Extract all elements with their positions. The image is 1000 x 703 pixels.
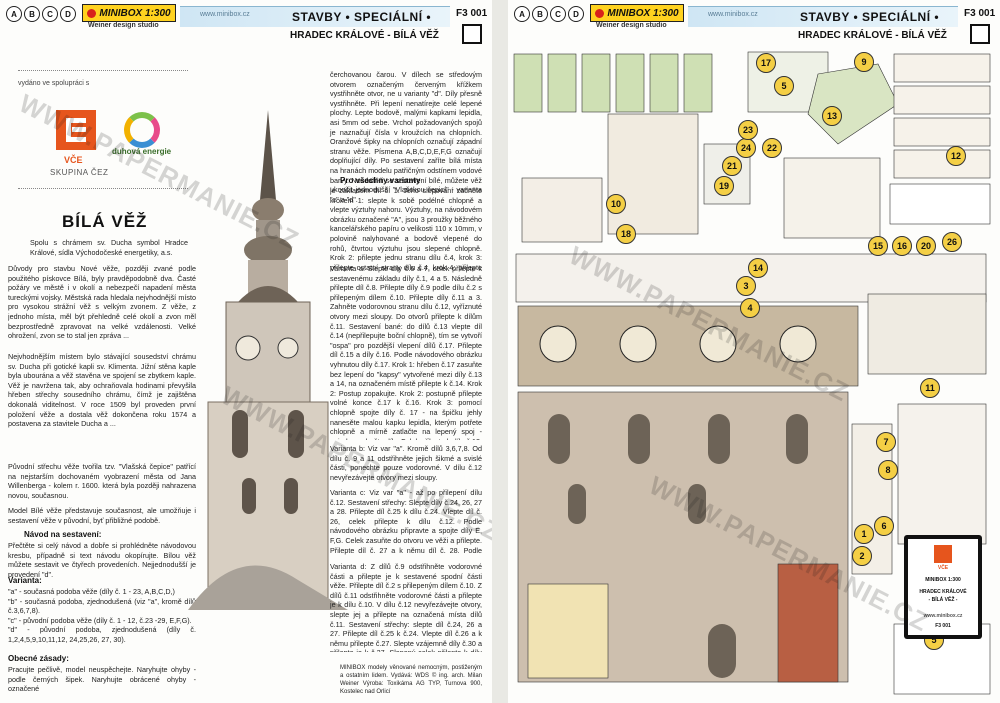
part-number: 18 [616,224,636,244]
part-number: 1 [854,524,874,544]
part-number: 9 [854,52,874,72]
box-line1: HRADEC KRÁLOVÉ [919,589,967,595]
column2-p5: Varianta c: Viz var "a" - až po přilepen… [330,488,482,556]
model-subtitle: HRADEC KRÁLOVÉ - BÍLÁ VĚŽ [798,30,947,41]
category-title: STAVBY • SPECIÁLNÍ • [800,10,940,24]
column2-p3: Varianta a: Slepte díly č.6 a 7, celek p… [330,264,482,440]
part-number: 4 [740,298,760,318]
column2-p2-title: Pro všechny varianty [340,176,421,185]
column2-p1: čerchovanou čarou. V dílech se středovým… [330,70,482,204]
model-note: Model Bílé věže představuje současnost, … [8,506,196,525]
tower-illustration [188,110,348,610]
category-title: STAVBY • SPECIÁLNÍ • [292,10,432,24]
box-line2: - BÍLÁ VĚŽ - [928,597,958,603]
column2-p4: Varianta b: Viz var "a". Kromě dílů 3,6,… [330,444,482,482]
cez-name: VČE [64,155,83,165]
part-number: 8 [878,460,898,480]
part-number: 11 [920,378,940,398]
variant-badges: A B C D [514,6,584,22]
variant-c: C [42,6,58,22]
variant-item: "b" - současná podoba, zjednodušená (viz… [8,596,196,616]
article-title: BÍLÁ VĚŽ [62,212,148,231]
article-history-2: Nejvhodnějším místem bylo stávající sous… [8,352,196,429]
flag-icon [970,24,990,44]
header-band [180,6,450,27]
maker-label: Weiner design studio [88,22,159,29]
right-page: A B C D MINIBOX 1:300 Weiner design stud… [508,0,1000,703]
part-number: 19 [714,176,734,196]
part-number: 20 [916,236,936,256]
header-right: A B C D MINIBOX 1:300 Weiner design stud… [508,0,1000,44]
variant-item: "d" - původní podoba, zjednodušená (díly… [8,625,196,644]
part-number: 26 [942,232,962,252]
part-number: 7 [876,432,896,452]
url-label: www.minibox.cz [708,11,758,18]
guide-title: Návod na sestavení: [24,530,102,539]
part-number: 16 [892,236,912,256]
box-brand: MINIBOX 1:300 [925,577,961,583]
minibox-logo: MINIBOX 1:300 [82,4,176,22]
part-number: 10 [606,194,626,214]
product-box: VČE MINIBOX 1:300 HRADEC KRÁLOVÉ - BÍLÁ … [904,535,982,639]
model-code: F3 001 [456,8,488,19]
duha-label: duhová energie [112,147,172,156]
page-gutter [492,0,508,703]
url-label: www.minibox.cz [200,11,250,18]
flag-icon [462,24,482,44]
part-number: 2 [852,546,872,566]
variant-item: "c" - původní podoba věže (díly č. 1 - 1… [8,615,192,625]
box-sponsor: VČE [937,565,949,571]
part-number: 6 [874,516,894,536]
variant-list: "a" - současná podoba věže (díly č. 1 - … [8,587,196,645]
part-number: 12 [946,146,966,166]
guide-text: Přečtěte si celý návod a dobře si prohlé… [8,541,196,579]
credits: MINIBOX modely věnované nemocným, postiž… [340,665,482,695]
variant-item: "a" - současná podoba věže (díly č. 1 - … [8,587,175,596]
part-number: 24 [736,138,756,158]
part-number: 23 [738,120,758,140]
cez-group: SKUPINA ČEZ [50,168,109,177]
issued-with-label: vydáno ve spolupráci s [18,80,90,87]
variant-d: D [60,6,76,22]
part-number: 15 [868,236,888,256]
model-subtitle: HRADEC KRÁLOVÉ - BÍLÁ VĚŽ [290,30,439,41]
cez-logo [56,110,96,150]
part-number: 14 [748,258,768,278]
cutout-sheet [513,51,991,695]
column2-p6: Varianta d: Z dílů č.9 odstřihněte vodor… [330,562,482,652]
part-number: 22 [762,138,782,158]
article-intro: Spolu s chrámem sv. Ducha symbol Hradce … [30,238,188,257]
model-code: F3 001 [964,8,996,19]
article-history: Důvody pro stavbu Nové věže, později zva… [8,264,196,341]
minibox-logo: MINIBOX 1:300 [590,4,684,22]
duha-logo [124,112,160,148]
variant-a: A [6,6,22,22]
maker-label: Weiner design studio [596,22,667,29]
header-left: A B C D MINIBOX 1:300 Weiner design stud… [0,0,492,44]
part-number: 5 [774,76,794,96]
general-text: Pracujte pečlivě, model neuspěchejte. Na… [8,665,196,694]
box-url: www.minibox.cz [923,613,963,619]
article-history-3: Původní střechu věže tvořila tzv. "Vlašs… [8,462,196,500]
header-band [688,6,958,27]
cez-logo [934,545,952,563]
variants-title: Varianta: [8,576,42,585]
variant-b: B [24,6,40,22]
left-page: A B C D MINIBOX 1:300 Weiner design stud… [0,0,492,703]
column2-p2: je základem díl č. 1. Jeho slepování zač… [330,186,482,272]
part-number: 17 [756,53,776,73]
general-title: Obecné zásady: [8,654,69,663]
part-number: 13 [822,106,842,126]
variant-badges: A B C D [6,6,76,22]
box-code: F3 001 [935,623,951,629]
part-number: 3 [736,276,756,296]
part-number: 21 [722,156,742,176]
